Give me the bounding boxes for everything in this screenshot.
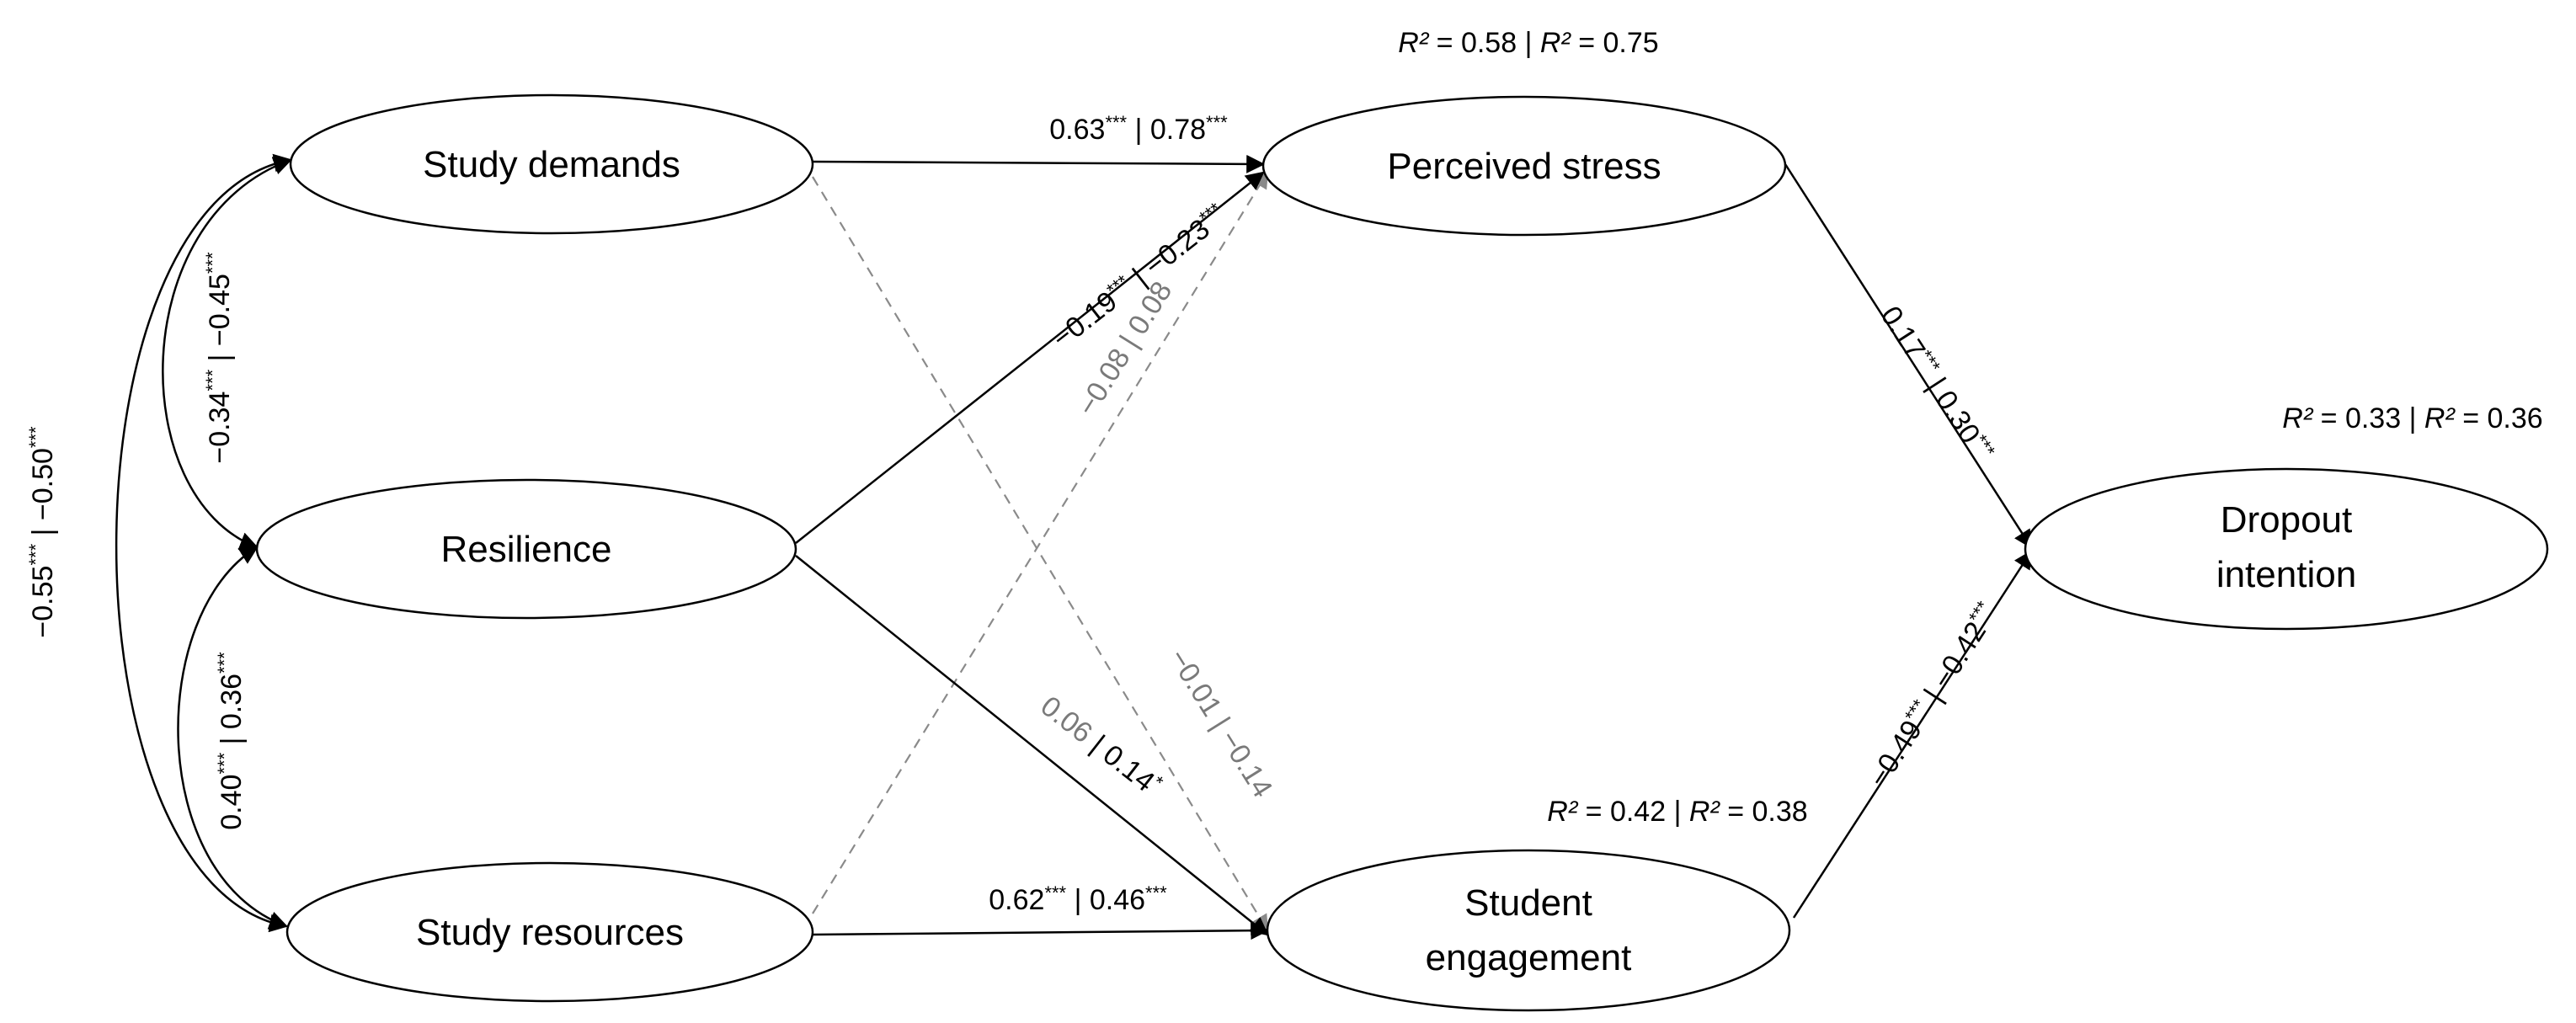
path-engagement-dropout	[1792, 550, 2033, 919]
r2-value-b: 0.75	[1603, 27, 1659, 59]
path-resilience-engagement	[795, 555, 1269, 936]
coef-resilience-engagement: 0.06 | 0.14*	[1035, 689, 1168, 803]
coef-resources-engagement: 0.62*** | 0.46***	[989, 882, 1167, 916]
path-demands-engagement-dashed	[812, 176, 1269, 932]
r2-student-engagement: R² = 0.42 | R² = 0.38	[1547, 796, 1807, 828]
coef-demands-stress: 0.63*** | 0.78***	[1049, 112, 1228, 146]
path-stress-dropout	[1784, 163, 2033, 549]
node-label-resilience: Resilience	[441, 529, 612, 570]
node-label-dropout-intention-line1: Dropout	[2221, 499, 2353, 541]
corr-demands-resilience: −0.34*** | −0.45***	[202, 252, 236, 464]
node-label-study-resources: Study resources	[416, 912, 684, 953]
correlation-curve-resilience-resources	[177, 546, 289, 930]
r2-dropout-intention: R² = 0.33 | R² = 0.36	[2282, 402, 2542, 434]
r2-symbol: R²	[1398, 27, 1430, 59]
path-resources-engagement	[812, 921, 1270, 940]
corr-resilience-resources: 0.40*** | 0.36***	[214, 652, 248, 830]
r2-value-b: 0.38	[1752, 796, 1808, 828]
coef-stress-dropout: 0.17*** | 0.30***	[1875, 300, 2000, 468]
corr-demands-resources: −0.55*** | −0.50***	[25, 426, 59, 638]
path-resilience-stress	[795, 171, 1265, 544]
node-dropout-intention: Dropout intention	[2024, 467, 2549, 631]
coef-demands-engagement: −0.01 | −0.14	[1162, 643, 1278, 803]
correlation-curve-demands-resources	[115, 153, 293, 933]
r2-value-a: 0.58	[1461, 27, 1517, 59]
node-study-resources: Study resources	[285, 861, 814, 1003]
r2-value-b: 0.36	[2488, 402, 2543, 434]
r2-value-a: 0.42	[1610, 796, 1666, 828]
r2-value-a: 0.33	[2345, 402, 2401, 434]
path-demands-stress	[812, 154, 1266, 173]
node-perceived-stress: Perceived stress	[1261, 95, 1787, 237]
node-label-study-demands: Study demands	[423, 144, 680, 185]
correlation-curve-demands-resilience	[162, 157, 293, 551]
node-label-dropout-intention-line2: intention	[2216, 554, 2356, 595]
node-label-student-engagement-line1: Student	[1464, 882, 1592, 924]
node-student-engagement: Student engagement	[1266, 849, 1791, 1012]
node-study-demands: Study demands	[289, 93, 814, 235]
node-label-perceived-stress: Perceived stress	[1387, 146, 1661, 187]
path-resources-stress-dashed	[812, 171, 1269, 914]
r2-perceived-stress: R² = 0.58 | R² = 0.75	[1398, 27, 1658, 59]
node-label-student-engagement-line2: engagement	[1426, 937, 1632, 978]
node-resilience: Resilience	[255, 478, 797, 620]
